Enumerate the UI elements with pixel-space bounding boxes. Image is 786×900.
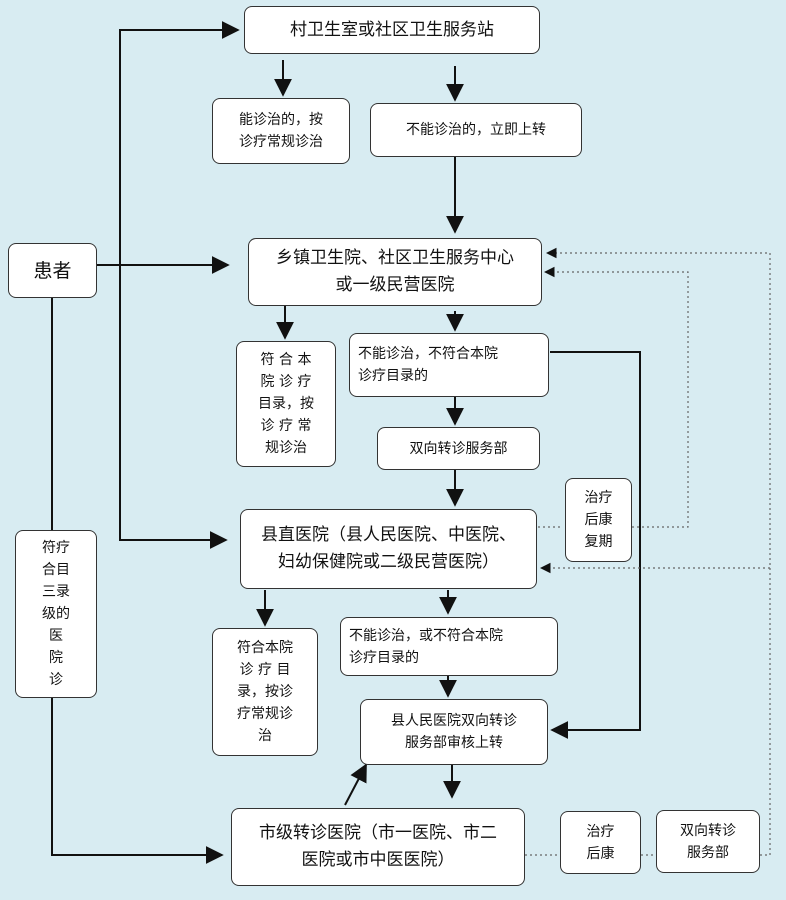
village-treat-box: 能诊治的，按 诊疗常规诊治 bbox=[212, 98, 350, 164]
arrow-patient-to-city bbox=[51, 298, 224, 864]
patient-box: 患者 bbox=[8, 243, 97, 298]
county-treat-box: 符合本院 诊 疗 目 录，按诊 疗常规诊 治 bbox=[212, 628, 318, 756]
village-refer-box: 不能诊治的，立即上转 bbox=[370, 103, 582, 157]
township-treat-box: 符 合 本 院 诊 疗 目录，按 诊 疗 常 规诊治 bbox=[236, 341, 336, 467]
city-service-box: 双向转诊 服务部 bbox=[656, 810, 760, 873]
county-refer-box: 不能诊治，或不符合本院 诊疗目录的 bbox=[340, 617, 558, 676]
rehab-review-box: 治疗 后康 复期 bbox=[565, 478, 632, 562]
township-refer-box: 不能诊治，不符合本院 诊疗目录的 bbox=[349, 333, 549, 397]
township-service-box: 双向转诊服务部 bbox=[377, 427, 540, 470]
tertiary-direct-box: 符疗 合目 三录 级的 医 院 诊 bbox=[15, 530, 97, 698]
dotted-service-return-to-township bbox=[545, 247, 771, 856]
village-clinic-box: 村卫生室或社区卫生服务站 bbox=[244, 6, 540, 54]
arrow-trunk-to-county bbox=[119, 265, 228, 549]
arrow-township-bypass-to-review bbox=[550, 351, 641, 739]
arrow-city-to-review bbox=[344, 763, 367, 806]
county-hospital-box: 县直医院（县人民医院、中医院、 妇幼保健院或二级民营医院） bbox=[240, 509, 537, 589]
township-hospital-box: 乡镇卫生院、社区卫生服务中心 或一级民营医院 bbox=[248, 238, 542, 306]
city-hospital-box: 市级转诊医院（市一医院、市二 医院或市中医医院） bbox=[231, 808, 525, 886]
city-rehab-box: 治疗 后康 bbox=[560, 811, 641, 874]
county-review-box: 县人民医院双向转诊 服务部审核上转 bbox=[360, 699, 548, 765]
arrow-trunk-to-village bbox=[119, 21, 240, 265]
